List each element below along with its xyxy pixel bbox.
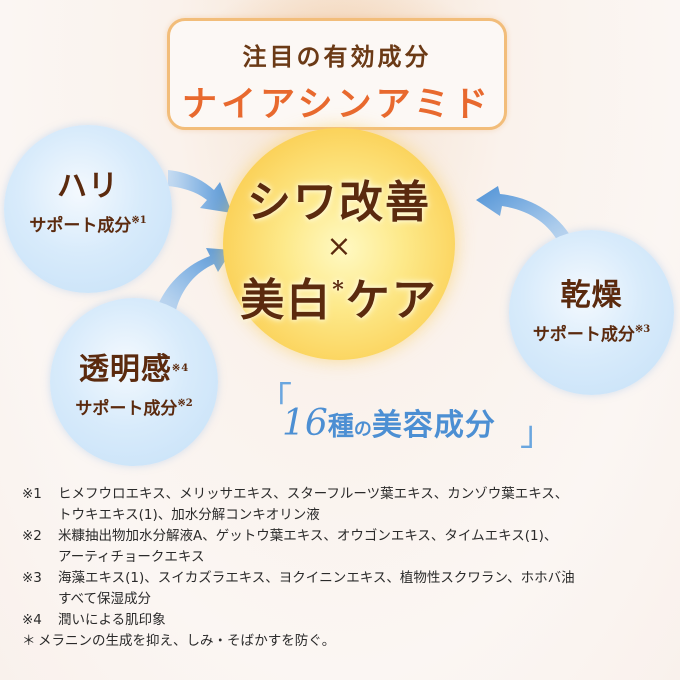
footnote-line: 海藻エキス(1)、スイカズラエキス、ヨクイニンエキス、植物性スクワラン、ホホバ油 bbox=[58, 570, 575, 586]
support-label: サポート成分 bbox=[532, 325, 635, 345]
footnote-text: 海藻エキス(1)、スイカズラエキス、ヨクイニンエキス、植物性スクワラン、ホホバ油… bbox=[58, 568, 672, 610]
count-number: 16 bbox=[282, 403, 328, 444]
bubble-tomei-title: 透明感※4 bbox=[50, 344, 218, 388]
active-ingredient-name: ナイアシンアミド bbox=[182, 85, 492, 125]
whitening-text: 美白 bbox=[240, 275, 333, 326]
times-sign: × bbox=[326, 229, 352, 264]
asterisk-mark: * bbox=[332, 277, 346, 303]
footnote-3: ※3 海藻エキス(1)、スイカズラエキス、ヨクイニンエキス、植物性スクワラン、ホ… bbox=[22, 568, 672, 610]
bubble-kanso-subtitle: サポート成分※3 bbox=[509, 320, 674, 345]
bubble-hari-subtitle: サポート成分※1 bbox=[4, 211, 172, 236]
footnote-line: トウキエキス(1)、加水分解コンキオリン液 bbox=[58, 507, 320, 523]
ingredient-count-text: 16種の美容成分 bbox=[282, 400, 496, 444]
footnote-mark: ※4 bbox=[22, 612, 42, 628]
note-ref: ※2 bbox=[177, 398, 193, 409]
support-label: サポート成分 bbox=[75, 399, 178, 419]
footnote-line: すべて保湿成分 bbox=[58, 591, 152, 607]
note-ref: ※3 bbox=[634, 324, 651, 335]
footnote-2: ※2 米糠抽出物加水分解液A、ゲットウ葉エキス、オウゴンエキス、タイムエキス(1… bbox=[22, 526, 672, 568]
footnote-text: 米糠抽出物加水分解液A、ゲットウ葉エキス、オウゴンエキス、タイムエキス(1)、ア… bbox=[58, 526, 672, 568]
bubble-kanso: 乾燥 サポート成分※3 bbox=[509, 230, 674, 395]
main-benefit-circle: シワ改善 × 美白*ケア bbox=[223, 128, 455, 360]
care-text: ケア bbox=[345, 275, 438, 326]
count-particle: の bbox=[353, 419, 372, 440]
bubble-hari: ハリ サポート成分※1 bbox=[4, 125, 172, 293]
bubble-kanso-title: 乾燥 bbox=[560, 278, 623, 313]
footnote-1: ※1 ヒメフウロエキス、メリッサエキス、スターフルーツ葉エキス、カンゾウ葉エキス… bbox=[22, 484, 672, 526]
footnote-asterisk: ＊ メラニンの生成を抑え、しみ・そばかすを防ぐ。 bbox=[22, 631, 672, 652]
footnote-text: メラニンの生成を抑え、しみ・そばかすを防ぐ。 bbox=[38, 633, 336, 649]
bubble-tomei-subtitle: サポート成分※2 bbox=[50, 394, 218, 419]
bubble-tomei: 透明感※4 サポート成分※2 bbox=[50, 298, 218, 466]
footnote-line: ヒメフウロエキス、メリッサエキス、スターフルーツ葉エキス、カンゾウ葉エキス、 bbox=[58, 486, 569, 502]
active-ingredient-box: 注目の有効成分 ナイアシンアミド bbox=[167, 18, 507, 130]
note-ref: ※1 bbox=[131, 215, 147, 226]
support-label: サポート成分 bbox=[29, 216, 132, 236]
benefit-whitening: 美白*ケア bbox=[223, 264, 455, 328]
footnote-line: 米糠抽出物加水分解液A、ゲットウ葉エキス、オウゴンエキス、タイムエキス(1)、 bbox=[58, 528, 558, 544]
note-ref: ※4 bbox=[171, 363, 190, 374]
bubble-hari-title: ハリ bbox=[57, 169, 119, 204]
benefit-wrinkle: シワ改善 bbox=[247, 177, 431, 228]
footnotes: ※1 ヒメフウロエキス、メリッサエキス、スターフルーツ葉エキス、カンゾウ葉エキス… bbox=[22, 484, 672, 652]
arrow-tomei-icon bbox=[158, 248, 232, 310]
count-label-text: 美容成分 bbox=[371, 408, 496, 443]
ingredient-count-label: 「 16種の美容成分 」 bbox=[258, 378, 558, 458]
count-counter: 種 bbox=[327, 412, 354, 442]
active-ingredient-subtitle: 注目の有効成分 bbox=[242, 43, 432, 71]
footnote-mark: ※3 bbox=[22, 570, 42, 586]
footnote-text: ヒメフウロエキス、メリッサエキス、スターフルーツ葉エキス、カンゾウ葉エキス、トウ… bbox=[58, 484, 672, 526]
footnote-4: ※4 潤いによる肌印象 bbox=[22, 610, 672, 631]
footnote-mark: ※2 bbox=[22, 528, 42, 544]
footnote-text: 潤いによる肌印象 bbox=[58, 612, 166, 628]
close-bracket: 」 bbox=[520, 414, 554, 454]
footnote-mark: ※1 bbox=[22, 486, 42, 502]
tomei-text: 透明感 bbox=[78, 352, 172, 387]
open-bracket: 「 bbox=[258, 380, 292, 420]
footnote-line: アーティチョークエキス bbox=[58, 549, 205, 565]
footnote-mark: ＊ bbox=[22, 633, 36, 649]
